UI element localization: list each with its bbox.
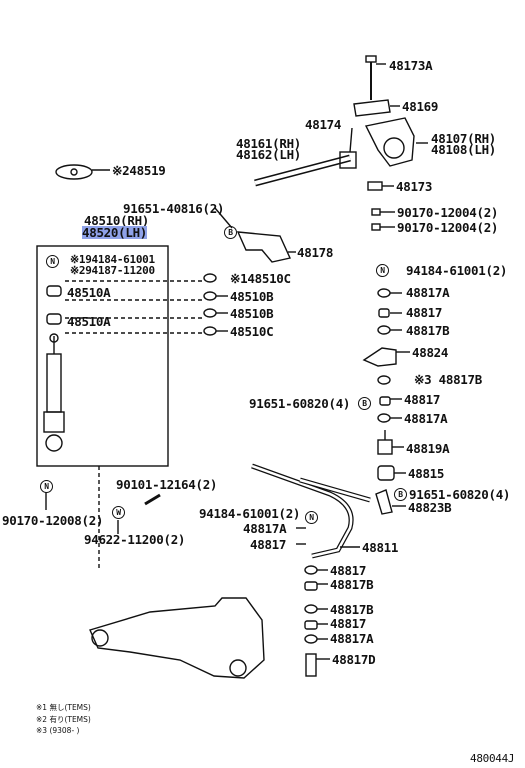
label-48817B-4: 48817B xyxy=(330,602,374,617)
shock-eye xyxy=(45,434,63,452)
label-48817-1: 48817 xyxy=(406,305,443,320)
label-94622: 94622-11200(2) xyxy=(84,532,186,547)
figure-id: 480044J xyxy=(470,752,515,765)
label-48817A-3: 48817A xyxy=(243,521,287,536)
bushing-48819A xyxy=(377,439,393,455)
shock-absorber xyxy=(46,353,62,413)
circle-b-3: B xyxy=(394,487,408,501)
mount-48519 xyxy=(55,164,93,180)
label-48811: 48811 xyxy=(362,540,399,555)
label-48819A: 48819A xyxy=(406,441,450,456)
label-48510B-1: 48510B xyxy=(230,289,274,304)
label-48817A-4: 48817A xyxy=(330,631,374,646)
bolt-48817D xyxy=(305,653,317,677)
label-48817B-1: 48817B xyxy=(406,323,450,338)
shock-lower-body xyxy=(43,411,65,433)
label-48162: 48162(LH) xyxy=(236,147,302,162)
bushing-48510C-2 xyxy=(203,326,217,336)
circle-n-3: N xyxy=(40,479,54,493)
bushing-48510B-2 xyxy=(203,308,217,318)
circle-n-2: N xyxy=(376,263,390,277)
label-48161: 48161(RH) xyxy=(236,136,302,151)
label-48817B-2: ※3 48817B xyxy=(414,372,482,387)
note-1: ※1 無し(TEMS) xyxy=(36,703,91,712)
arm-48107 xyxy=(364,117,415,167)
label-94187: ※294187-11200 xyxy=(70,264,155,277)
label-90101: 90101-12164(2) xyxy=(116,477,218,492)
label-90170-12004-b: 90170-12004(2) xyxy=(397,220,499,235)
circle-b-1: B xyxy=(224,225,238,239)
label-48815: 48815 xyxy=(408,466,445,481)
bracket-48824 xyxy=(362,347,397,367)
bushing-48510B-1 xyxy=(203,291,217,301)
label-48510C-2: 48510C xyxy=(230,324,274,339)
label-48173: 48173 xyxy=(396,179,433,194)
circle-b-2: B xyxy=(358,396,372,410)
label-48817B-3: 48817B xyxy=(330,577,374,592)
label-48108: 48108(LH) xyxy=(431,142,497,157)
label-94184-61001-2: 94184-61001(2) xyxy=(406,263,508,278)
label-48174: 48174 xyxy=(305,117,342,132)
label-90170-12004-a: 90170-12004(2) xyxy=(397,205,499,220)
label-48178: 48178 xyxy=(297,245,334,260)
label-94184-61001-2b: 94184-61001(2) xyxy=(199,506,301,521)
label-48817D: 48817D xyxy=(332,652,376,667)
label-91651-40816: 91651-40816(2) xyxy=(123,201,225,216)
bushing-48510A-1 xyxy=(46,285,62,297)
label-48173A: 48173A xyxy=(389,58,433,73)
circle-n-1: N xyxy=(46,254,60,268)
label-48510rh: 48510(RH) xyxy=(84,213,150,228)
label-94184-a: ※194184-61001 xyxy=(70,253,155,266)
label-91651-60820-b: 91651-60820(4) xyxy=(409,487,511,502)
nut-90170-b xyxy=(371,223,381,231)
label-48169: 48169 xyxy=(402,99,439,114)
bracket-48823B xyxy=(375,489,393,515)
label-90170-12008: 90170-12008(2) xyxy=(2,513,104,528)
label-48817-3: 48817 xyxy=(250,537,287,552)
bracket-48178 xyxy=(236,231,291,263)
nut-90170-a xyxy=(371,208,381,216)
bushing-48815 xyxy=(377,465,395,481)
note-2: ※2 有り(TEMS) xyxy=(36,715,91,724)
circle-w: W xyxy=(112,505,126,519)
label-48817A-2: 48817A xyxy=(404,411,448,426)
label-48817A-1: 48817A xyxy=(406,285,450,300)
label-48510B-2: 48510B xyxy=(230,306,274,321)
lower-control-arm xyxy=(89,597,265,679)
bushing-48510C-1 xyxy=(203,273,217,283)
label-48817-5: 48817 xyxy=(330,616,367,631)
label-48519: ※248519 xyxy=(112,163,166,178)
shock-box xyxy=(36,245,169,467)
note-3: ※3 (9308- ) xyxy=(36,726,80,735)
label-48510C-1: ※148510C xyxy=(230,271,291,286)
label-48510A-1: 48510A xyxy=(67,285,111,300)
label-48107: 48107(RH) xyxy=(431,131,497,146)
circle-n-4: N xyxy=(305,510,319,524)
label-48510A-2: 48510A xyxy=(67,314,111,329)
link-48174 xyxy=(339,151,357,169)
bolt-48173A xyxy=(365,55,377,63)
block-48173 xyxy=(367,181,383,191)
label-48817-4: 48817 xyxy=(330,563,367,578)
label-91651-60820-a: 91651-60820(4) xyxy=(249,396,351,411)
bracket-48169 xyxy=(353,99,391,117)
bushing-48510A-2 xyxy=(46,313,62,325)
label-48817-2: 48817 xyxy=(404,392,441,407)
label-48824: 48824 xyxy=(412,345,449,360)
label-48823B: 48823B xyxy=(408,500,452,515)
label-48520lh-highlighted: 48520(LH) xyxy=(82,225,148,240)
